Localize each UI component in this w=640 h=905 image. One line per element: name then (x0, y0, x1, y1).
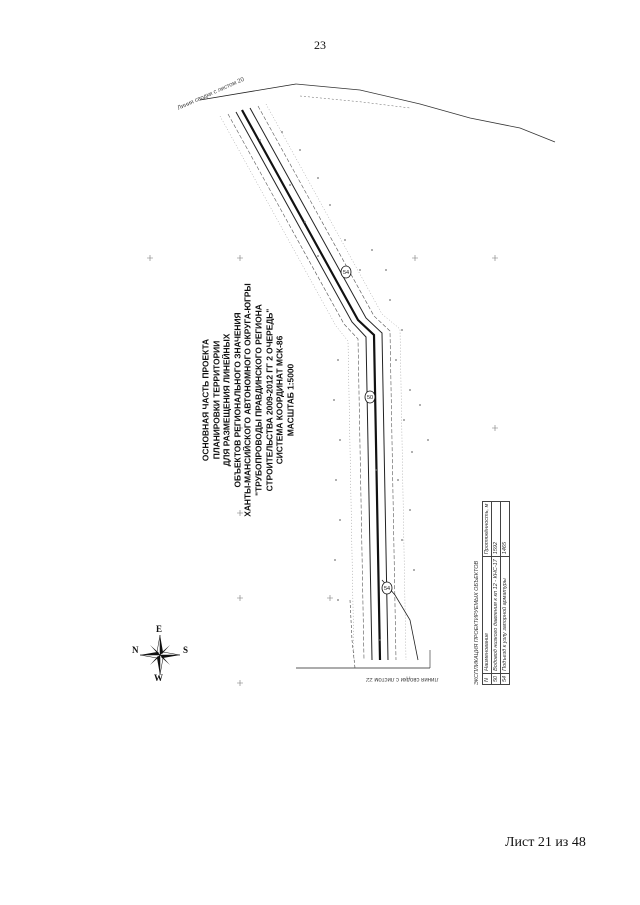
title-line: ОБЪЕКТОВ РЕГИОНАЛЬНОГО ЗНАЧЕНИЯ (232, 312, 243, 488)
legend-cell: 1592 (491, 501, 501, 557)
marker-54-top (340, 265, 352, 279)
title-line: "ТРУБОПРОВОДЫ ПРАВДИНСКОГО РЕГИОНА (253, 304, 264, 496)
legend-header-row: N Наименование Протяжённость, м (482, 501, 492, 685)
map-title-block: ОСНОВНАЯ ЧАСТЬ ПРОЕКТА ПЛАНИРОВКИ ТЕРРИТ… (200, 235, 295, 565)
legend-cell: 50 (491, 673, 501, 685)
legend-cell: Водовод низкого давления к кп 12 - КНС-1… (491, 556, 501, 674)
legend-title: ЭКСПЛИКАЦИЯ ПРОЕКТИРУЕМЫХ ОБЪЕКТОВ (474, 560, 480, 685)
compass-rose (139, 634, 181, 676)
branch-line-2 (349, 599, 356, 669)
title-line: ОСНОВНАЯ ЧАСТЬ ПРОЕКТА (200, 338, 211, 462)
title-line: ПЛАНИРОВКИ ТЕРРИТОРИИ (210, 340, 221, 460)
road-line-2 (299, 95, 411, 109)
legend-table: N Наименование Протяжённость, м 50 Водов… (482, 501, 510, 685)
marker-54-top-label: 54 (343, 270, 349, 276)
title-line: СИСТЕМА КООРДИНАТ МСК-86 (274, 335, 285, 465)
legend-cell: 1465 (500, 501, 510, 557)
legend-cell: 54 (500, 673, 510, 685)
compass-e: E (156, 624, 163, 634)
sheet-counter: Лист 21 из 48 (505, 835, 586, 850)
title-line: МАСШТАБ 1:5000 (285, 363, 296, 437)
legend-row: 50 Водовод низкого давления к кп 12 - КН… (491, 501, 501, 685)
legend-header-cell: Протяжённость, м (482, 501, 492, 557)
marker-50 (364, 390, 376, 404)
top-match-line (199, 83, 297, 101)
compass-n: N (132, 645, 139, 655)
compass-s: S (183, 645, 189, 655)
marker-54-bottom-label: 54 (384, 586, 390, 592)
pipeline-corridor (219, 103, 407, 661)
page-number: 23 (314, 38, 326, 52)
marker-50-label: 50 (367, 395, 373, 401)
title-line: ХАНТЫ-МАНСИЙСКОГО АВТОНОМНОГО ОКРУГА-ЮГР… (242, 283, 253, 517)
objects-legend: ЭКСПЛИКАЦИЯ ПРОЕКТИРУЕМЫХ ОБЪЕКТОВ N Наи… (474, 501, 522, 685)
vegetation-symbols (259, 131, 429, 641)
bottom-match-label: Линия сводки с листом 22 (366, 676, 439, 682)
legend-header-cell: Наименование (482, 556, 492, 674)
road-line (295, 83, 556, 143)
marker-54-bottom (381, 581, 393, 595)
title-line: СТРОИТЕЛЬСТВА 2009-2012 ГГ 2 ОЧЕРЕДЬ" (263, 308, 274, 492)
title-line: ДЛЯ РАЗМЕЩЕНИЯ ЛИНЕЙНЫХ (221, 333, 232, 467)
legend-cell: Подъезд к узлу запорной арматуры (500, 556, 510, 674)
grid-crosses (147, 255, 498, 686)
legend-row: 54 Подъезд к узлу запорной арматуры 1465 (500, 501, 510, 685)
legend-header-cell: N (482, 673, 492, 685)
compass-w: W (154, 673, 163, 683)
